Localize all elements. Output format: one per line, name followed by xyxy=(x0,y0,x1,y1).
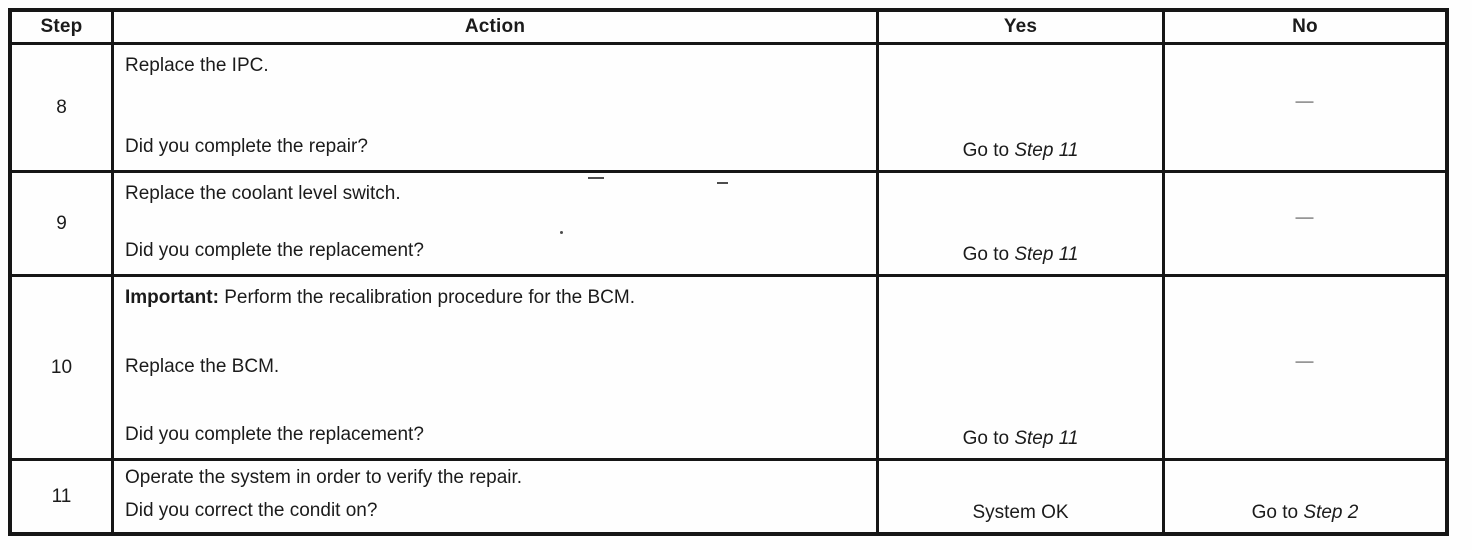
action-instruction: Operate the system in order to verify th… xyxy=(125,467,523,488)
step-number-value: 9 xyxy=(56,212,67,234)
action-cell: Replace the IPC. Did you complete the re… xyxy=(114,45,879,173)
action-cell: Operate the system in order to verify th… xyxy=(114,461,879,532)
goto-step-ref: Step 11 xyxy=(1014,244,1079,265)
no-goto-text: Go to Step 2 xyxy=(1252,502,1359,524)
yes-cell: Go to Step 11 xyxy=(879,277,1165,461)
goto-prefix: Go to xyxy=(962,140,1015,161)
action-important-line: Important: Perform the recalibration pro… xyxy=(125,286,864,310)
goto-prefix: Go to xyxy=(962,428,1015,449)
step-number: 9 xyxy=(12,173,114,277)
action-question: Did you complete the replacement? xyxy=(125,240,424,262)
no-cell: — xyxy=(1165,173,1445,277)
scan-artifact xyxy=(588,177,604,179)
column-header-action: Action xyxy=(114,12,879,45)
yes-goto-text: Go to Step 11 xyxy=(963,140,1079,162)
important-label: Important: xyxy=(125,287,219,308)
no-cell: — xyxy=(1165,45,1445,173)
action-instruction: Replace the coolant level switch. xyxy=(125,183,401,204)
yes-goto-text: Go to Step 11 xyxy=(963,428,1079,450)
action-instruction: Replace the IPC. xyxy=(125,55,269,76)
step-number-value: 8 xyxy=(56,96,67,118)
action-question: Did you complete the repair? xyxy=(125,136,368,158)
goto-step-ref: Step 2 xyxy=(1303,502,1359,523)
action-cell: Important: Perform the recalibration pro… xyxy=(114,277,879,461)
no-dash: — xyxy=(1295,93,1315,109)
action-cell: Replace the coolant level switch. Did yo… xyxy=(114,173,879,277)
goto-prefix: Go to xyxy=(1251,502,1304,523)
scan-artifact xyxy=(560,231,563,234)
diagnostic-steps-table: Step Action Yes No 8 Replace the IPC. Di… xyxy=(8,8,1449,536)
important-text: Perform the recalibration procedure for … xyxy=(218,287,636,308)
goto-step-ref: Step 11 xyxy=(1014,428,1079,449)
step-number: 11 xyxy=(12,461,114,532)
column-header-yes: Yes xyxy=(879,12,1165,45)
no-dash: — xyxy=(1295,209,1315,225)
yes-cell: Go to Step 11 xyxy=(879,173,1165,277)
goto-step-ref: Step 11 xyxy=(1014,140,1079,161)
step-number-value: 11 xyxy=(51,485,72,507)
yes-cell: Go to Step 11 xyxy=(879,45,1165,173)
step-number: 8 xyxy=(12,45,114,173)
no-cell: — xyxy=(1165,277,1445,461)
no-cell: Go to Step 2 xyxy=(1165,461,1445,532)
step-number: 10 xyxy=(12,277,114,461)
action-instruction: Replace the BCM. xyxy=(125,355,280,377)
column-header-step: Step xyxy=(12,12,114,45)
step-number-value: 10 xyxy=(50,356,73,378)
goto-prefix: Go to xyxy=(962,244,1015,265)
no-dash: — xyxy=(1295,353,1315,369)
action-question: Did you complete the replacement? xyxy=(125,424,424,446)
action-question: Did you correct the condit on? xyxy=(125,500,378,522)
yes-cell: System OK xyxy=(879,461,1165,532)
column-header-no: No xyxy=(1165,12,1445,45)
yes-goto-text: Go to Step 11 xyxy=(963,244,1079,266)
scan-artifact xyxy=(717,182,728,184)
yes-result-text: System OK xyxy=(972,502,1069,523)
